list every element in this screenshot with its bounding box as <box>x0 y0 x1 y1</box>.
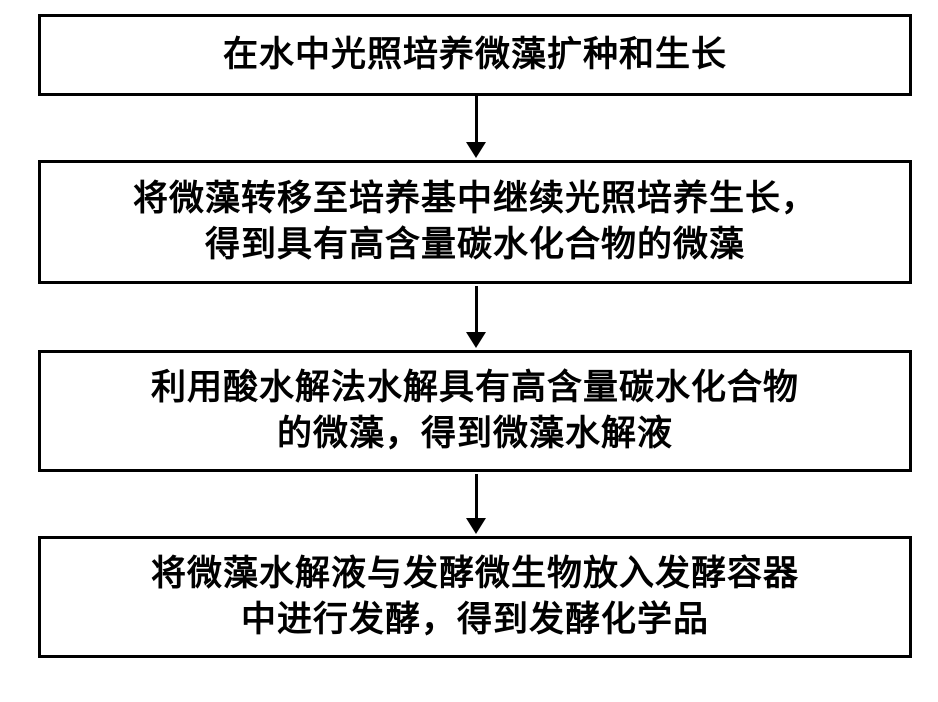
down-arrow-3-head <box>466 518 486 534</box>
flow-step-2-text-line-2: 得到具有高含量碳水化合物的微藻 <box>204 225 745 264</box>
flow-step-2-text-line-1: 将微藻转移至培养基中继续光照培养生长， <box>132 178 817 218</box>
down-arrow-3 <box>466 474 486 534</box>
flow-step-3-box: 利用酸水解法水解具有高含量碳水化合物 的微藻，得到微藻水解液 <box>38 350 912 472</box>
down-arrow-3-shaft <box>474 474 478 518</box>
flow-step-2-box: 将微藻转移至培养基中继续光照培养生长， 得到具有高含量碳水化合物的微藻 <box>38 160 912 284</box>
flow-step-3-text-line-2: 的微藻，得到微藻水解液 <box>276 414 673 453</box>
flow-step-4-box: 将微藻水解液与发酵微生物放入发酵容器 中进行发酵，得到发酵化学品 <box>38 536 912 658</box>
down-arrow-1 <box>466 96 486 158</box>
flow-step-1-box: 在水中光照培养微藻扩种和生长 <box>38 14 912 96</box>
flow-step-4-text-line-1: 将微藻水解液与发酵微生物放入发酵容器 <box>150 553 799 593</box>
down-arrow-2-head <box>466 332 486 348</box>
down-arrow-2-shaft <box>474 286 478 332</box>
flow-step-1-text: 在水中光照培养微藻扩种和生长 <box>222 34 727 74</box>
flow-step-4-text-line-2: 中进行发酵，得到发酵化学品 <box>240 600 709 639</box>
down-arrow-1-shaft <box>474 96 478 142</box>
down-arrow-2 <box>466 286 486 348</box>
down-arrow-1-head <box>466 142 486 158</box>
flow-step-3-text-line-1: 利用酸水解法水解具有高含量碳水化合物 <box>150 367 799 407</box>
